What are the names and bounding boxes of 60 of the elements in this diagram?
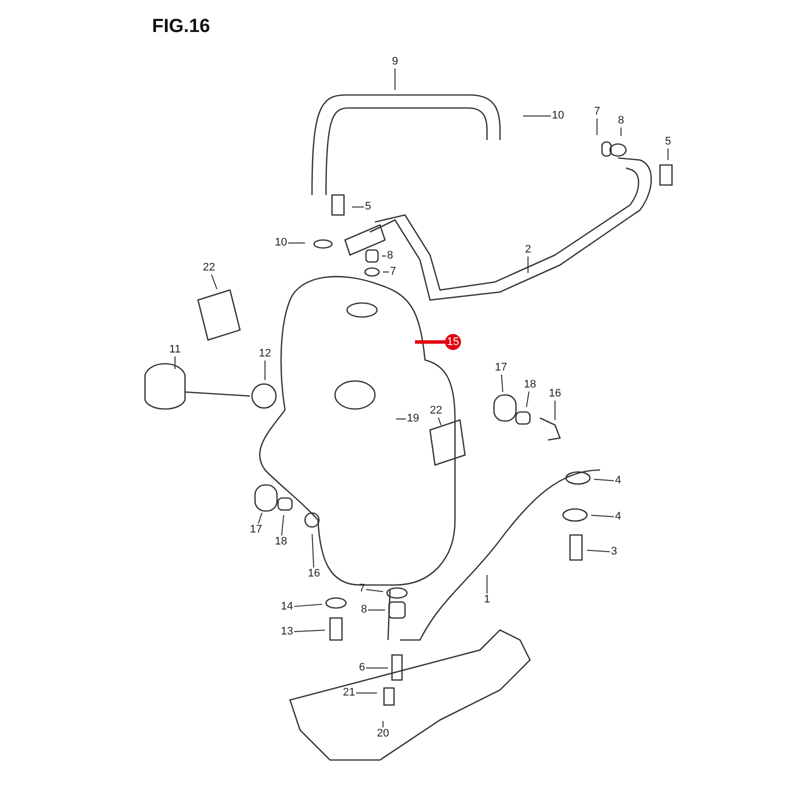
leader-line [438, 417, 442, 426]
leader-line [264, 360, 266, 380]
callout-number: 2 [524, 244, 532, 256]
callout-number: 19 [406, 412, 420, 426]
leader-line [586, 550, 610, 552]
callout-number: 8 [360, 604, 368, 616]
leader-line [415, 340, 445, 344]
leader-line [174, 356, 176, 370]
callout-number: 20 [376, 728, 390, 740]
leader-line [382, 720, 384, 728]
leader-line [526, 391, 530, 408]
leader-line [288, 242, 306, 244]
leader-line [352, 206, 364, 208]
callout-number: 3 [610, 546, 618, 558]
callout-number: 22 [428, 404, 444, 418]
leader-line [500, 374, 504, 392]
callout-number: 18 [274, 536, 288, 548]
callout-number: 16 [548, 388, 562, 400]
callout-number: 14 [280, 600, 294, 614]
callout-number: 1 [482, 594, 492, 606]
callout-number: 11 [168, 344, 182, 356]
leader-line [594, 478, 614, 482]
leader-line [294, 604, 322, 607]
callout-number: 22 [202, 262, 216, 274]
leader-line [356, 692, 378, 694]
callout-number: 5 [364, 200, 372, 214]
callout-number: 15 [445, 334, 461, 350]
leader-line [312, 534, 314, 568]
callout-number: 18 [522, 378, 538, 392]
leader-line [590, 514, 614, 518]
leader-line [554, 400, 556, 420]
callout-number: 10 [274, 236, 288, 250]
callout-number: 8 [386, 250, 394, 262]
callout-number: 21 [342, 686, 356, 700]
callout-number: 17 [494, 362, 508, 374]
leader-line [596, 118, 598, 136]
callout-number: 10 [550, 110, 566, 122]
leader-line [394, 68, 396, 90]
callout-number: 7 [388, 266, 398, 278]
callout-number: 6 [358, 662, 366, 674]
callout-number: 8 [616, 114, 626, 128]
callout-number: 4 [614, 474, 622, 488]
callout-number: 7 [592, 106, 602, 118]
callout-number: 12 [258, 348, 272, 360]
callout-number: 7 [358, 582, 366, 596]
leader-line [486, 574, 488, 594]
callout-number: 4 [614, 510, 622, 524]
callout-number: 9 [390, 56, 400, 68]
leader-line [396, 418, 406, 420]
leader-line [620, 127, 622, 136]
leader-line [294, 630, 326, 632]
callout-number: 5 [664, 136, 672, 148]
leader-line [366, 589, 384, 592]
callout-number: 17 [248, 524, 264, 536]
leader-line [210, 274, 218, 290]
callout-number: 16 [306, 568, 322, 580]
figure-title: FIG.16 [152, 16, 210, 38]
leader-line [281, 514, 284, 536]
callout-number: 13 [280, 626, 294, 638]
leader-line [258, 512, 262, 524]
